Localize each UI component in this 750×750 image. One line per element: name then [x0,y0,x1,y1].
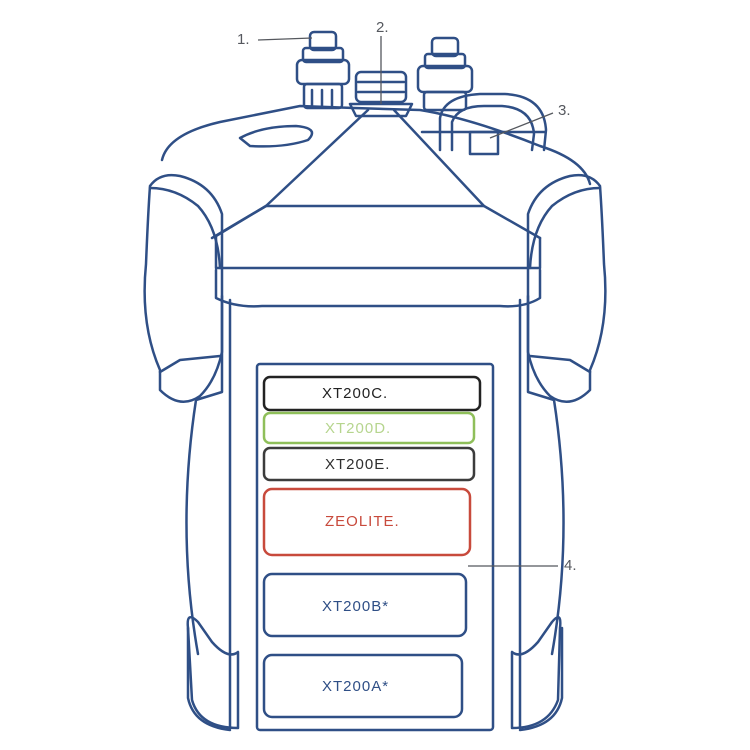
callout-line-1 [257,37,313,41]
tray-outline-xt200a [262,653,464,719]
tray-outline-xt200c [262,375,482,412]
tray-outline-zeolite [262,487,472,557]
media-label-zeolite: ZEOLITE. [325,513,400,530]
media-label-xt200e: XT200E. [325,456,391,473]
left-hose-connector [295,30,351,110]
media-label-xt200d: XT200D. [325,420,392,437]
media-label-xt200c: XT200C. [322,385,389,402]
callout-line-3 [489,112,554,139]
callout-label-3: 3. [558,102,571,119]
callout-label-1: 1. [237,31,250,48]
carry-handle [420,92,548,156]
tray-outline-xt200e [262,446,476,482]
media-label-xt200b: XT200B* [322,598,390,615]
tray-outline-xt200b [262,572,468,638]
right-side-clamp [526,173,607,403]
canister-lid [160,104,592,308]
media-label-xt200a: XT200A* [322,678,390,695]
tray-outline-xt200d [262,411,476,445]
left-side-clamp [143,173,224,403]
callout-label-4: 4. [564,557,577,574]
canister-base [186,615,564,732]
right-hose-connector [416,36,474,112]
callout-label-2: 2. [376,19,389,36]
